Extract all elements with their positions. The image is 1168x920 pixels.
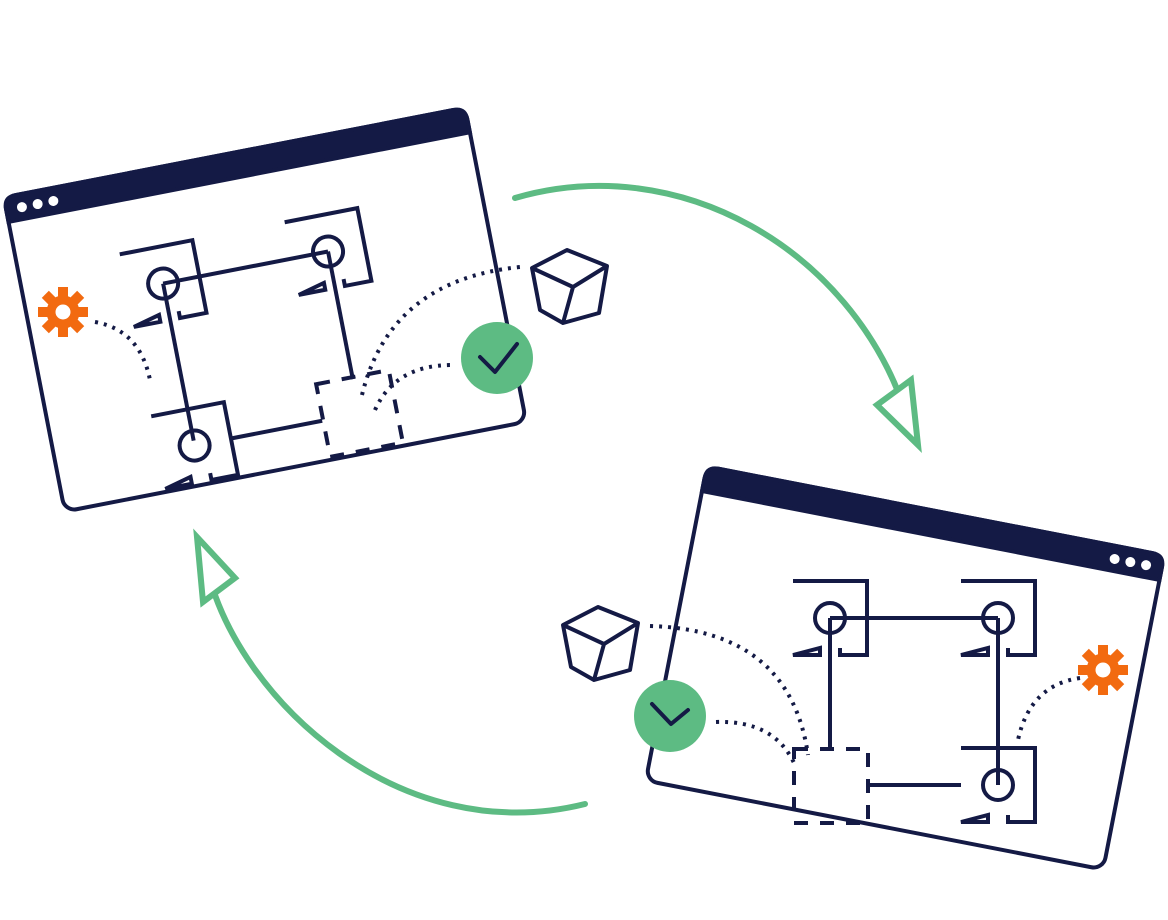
check-circle-icon bbox=[461, 322, 533, 394]
window-left-dot-3[interactable] bbox=[47, 195, 59, 207]
window-right-dot-3[interactable] bbox=[1140, 559, 1152, 571]
window-right-titlebar bbox=[699, 466, 1165, 583]
missing-module-slot bbox=[313, 367, 406, 460]
missing-module-slot-right bbox=[792, 747, 870, 825]
window-left-dot-1[interactable] bbox=[16, 201, 28, 213]
module-connectors-right bbox=[828, 616, 1000, 787]
window-left-dot-2[interactable] bbox=[32, 198, 44, 210]
dotted-link-check-right bbox=[715, 719, 797, 766]
dotted-link-check-left bbox=[373, 363, 453, 411]
window-left bbox=[3, 107, 527, 512]
cube-icon bbox=[561, 605, 640, 682]
cube-icon bbox=[530, 248, 609, 325]
cycle-arrow-icon bbox=[193, 528, 588, 816]
dotted-link-gear-right bbox=[1016, 676, 1081, 741]
module-connectors bbox=[161, 249, 355, 442]
window-right-dot-1[interactable] bbox=[1109, 553, 1121, 565]
check-circle-icon bbox=[634, 680, 706, 752]
window-right-dot-2[interactable] bbox=[1124, 556, 1136, 568]
dotted-link-cube-left bbox=[360, 265, 521, 396]
window-left-titlebar bbox=[3, 107, 473, 225]
cycle-arrow-icon bbox=[512, 182, 922, 453]
